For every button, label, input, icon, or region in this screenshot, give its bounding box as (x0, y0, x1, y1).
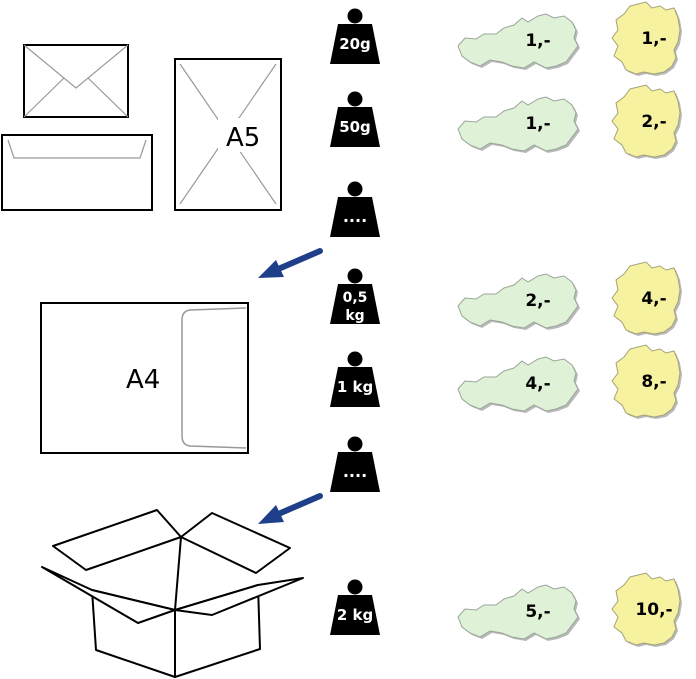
arrow-icon (258, 248, 323, 278)
germany-price: 8,- (641, 372, 666, 392)
germany-price: 4,- (641, 289, 666, 309)
a4-label: A4 (126, 365, 160, 395)
weight-icon: 20g (330, 8, 380, 64)
weight-label: 20g (339, 35, 371, 53)
austria-map-icon: 5,- (457, 584, 580, 641)
germany-map-icon: 10,- (611, 572, 682, 647)
austria-price: 5,- (525, 602, 550, 622)
weight-label: 0,5 (343, 290, 368, 306)
weight-label: 1 kg (337, 378, 373, 396)
austria-map-icon: 1,- (457, 13, 580, 70)
austria-map-icon: 2,- (457, 273, 580, 330)
weight-label: kg (345, 308, 364, 324)
weight-label: .... (343, 207, 367, 226)
germany-price: 2,- (641, 112, 666, 132)
a5-envelope-icon: A5 (174, 58, 282, 211)
box-icon (41, 509, 304, 678)
austria-map-icon: 4,- (457, 356, 580, 413)
arrow-icon (258, 493, 323, 524)
small-envelope-icon (23, 44, 129, 118)
weight-icon: 2 kg (330, 579, 380, 635)
germany-price: 10,- (635, 600, 672, 620)
weight-icon: 0,5 kg (330, 268, 380, 324)
austria-price: 1,- (525, 31, 550, 51)
weight-icon: 1 kg (330, 351, 380, 407)
a4-envelope-icon: A4 (40, 302, 249, 454)
germany-map-icon: 1,- (611, 1, 682, 76)
germany-price: 1,- (641, 29, 666, 49)
austria-price: 1,- (525, 114, 550, 134)
germany-map-icon: 4,- (611, 261, 682, 336)
austria-map-icon: 1,- (457, 96, 580, 153)
austria-price: 4,- (525, 374, 550, 394)
austria-price: 2,- (525, 291, 550, 311)
weight-icon: .... (330, 181, 380, 237)
germany-map-icon: 8,- (611, 344, 682, 419)
weight-label: .... (343, 462, 367, 481)
weight-label: 2 kg (337, 606, 373, 624)
weight-icon: .... (330, 436, 380, 492)
long-envelope-icon (1, 134, 153, 211)
a5-label: A5 (226, 123, 260, 153)
germany-map-icon: 2,- (611, 84, 682, 159)
weight-icon: 50g (330, 91, 380, 147)
weight-label: 50g (339, 118, 371, 136)
